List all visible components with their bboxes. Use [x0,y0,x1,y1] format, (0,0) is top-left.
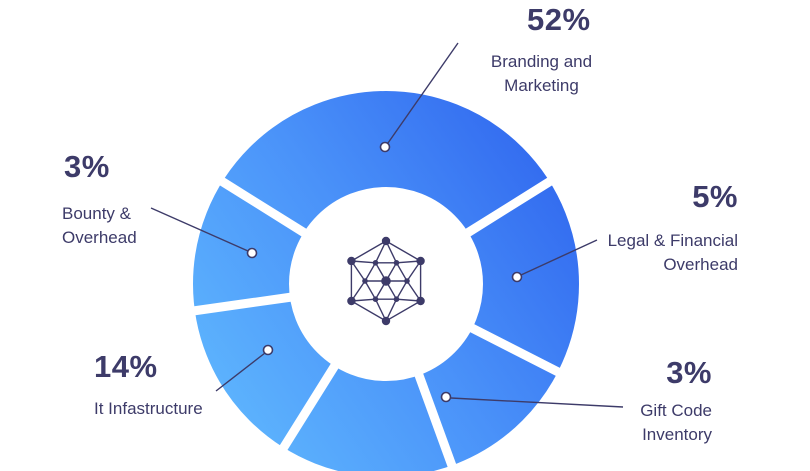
label-line: It Infastructure [94,399,203,418]
legal-connector-line [520,239,598,276]
legal-label: Legal & Financial Overhead [558,229,738,277]
label-line: Gift Code [640,401,712,420]
label-line: Overhead [62,228,137,247]
gift-marker-ring [440,391,452,403]
callout-connectors [150,42,624,408]
gift-percentage: 3% [666,355,712,390]
label-line: Legal & Financial [607,231,738,250]
label-line: Branding and [490,52,593,71]
branding-label: Branding and Marketing [460,50,623,98]
infra-marker-ring [262,344,274,356]
branding-connector-line [387,42,459,144]
hexagon-network-icon [347,236,425,326]
branding-marker-ring [379,141,391,153]
legal-percentage: 5% [692,179,738,214]
label-line: Overhead [663,255,738,274]
legal-marker-ring [511,271,523,283]
donut-ring [193,91,579,471]
label-line: Bounty & [62,204,131,223]
infra-percentage: 14% [94,349,158,384]
segment-separators [185,173,569,471]
hexagon-network-nodes [347,236,425,326]
infra-label: It Infastructure [94,397,264,421]
bounty-marker-ring [246,247,258,259]
label-line: Inventory [642,425,712,444]
bounty-percentage: 3% [64,149,110,184]
bounty-label: Bounty & Overhead [62,202,212,250]
bounty-connector-line [150,207,249,252]
infra-connector-line [215,352,266,392]
gift-label: Gift Code Inventory [560,399,712,447]
branding-percentage: 52% [527,2,591,37]
gift-connector-line [450,397,624,408]
label-line: Marketing [504,76,579,95]
